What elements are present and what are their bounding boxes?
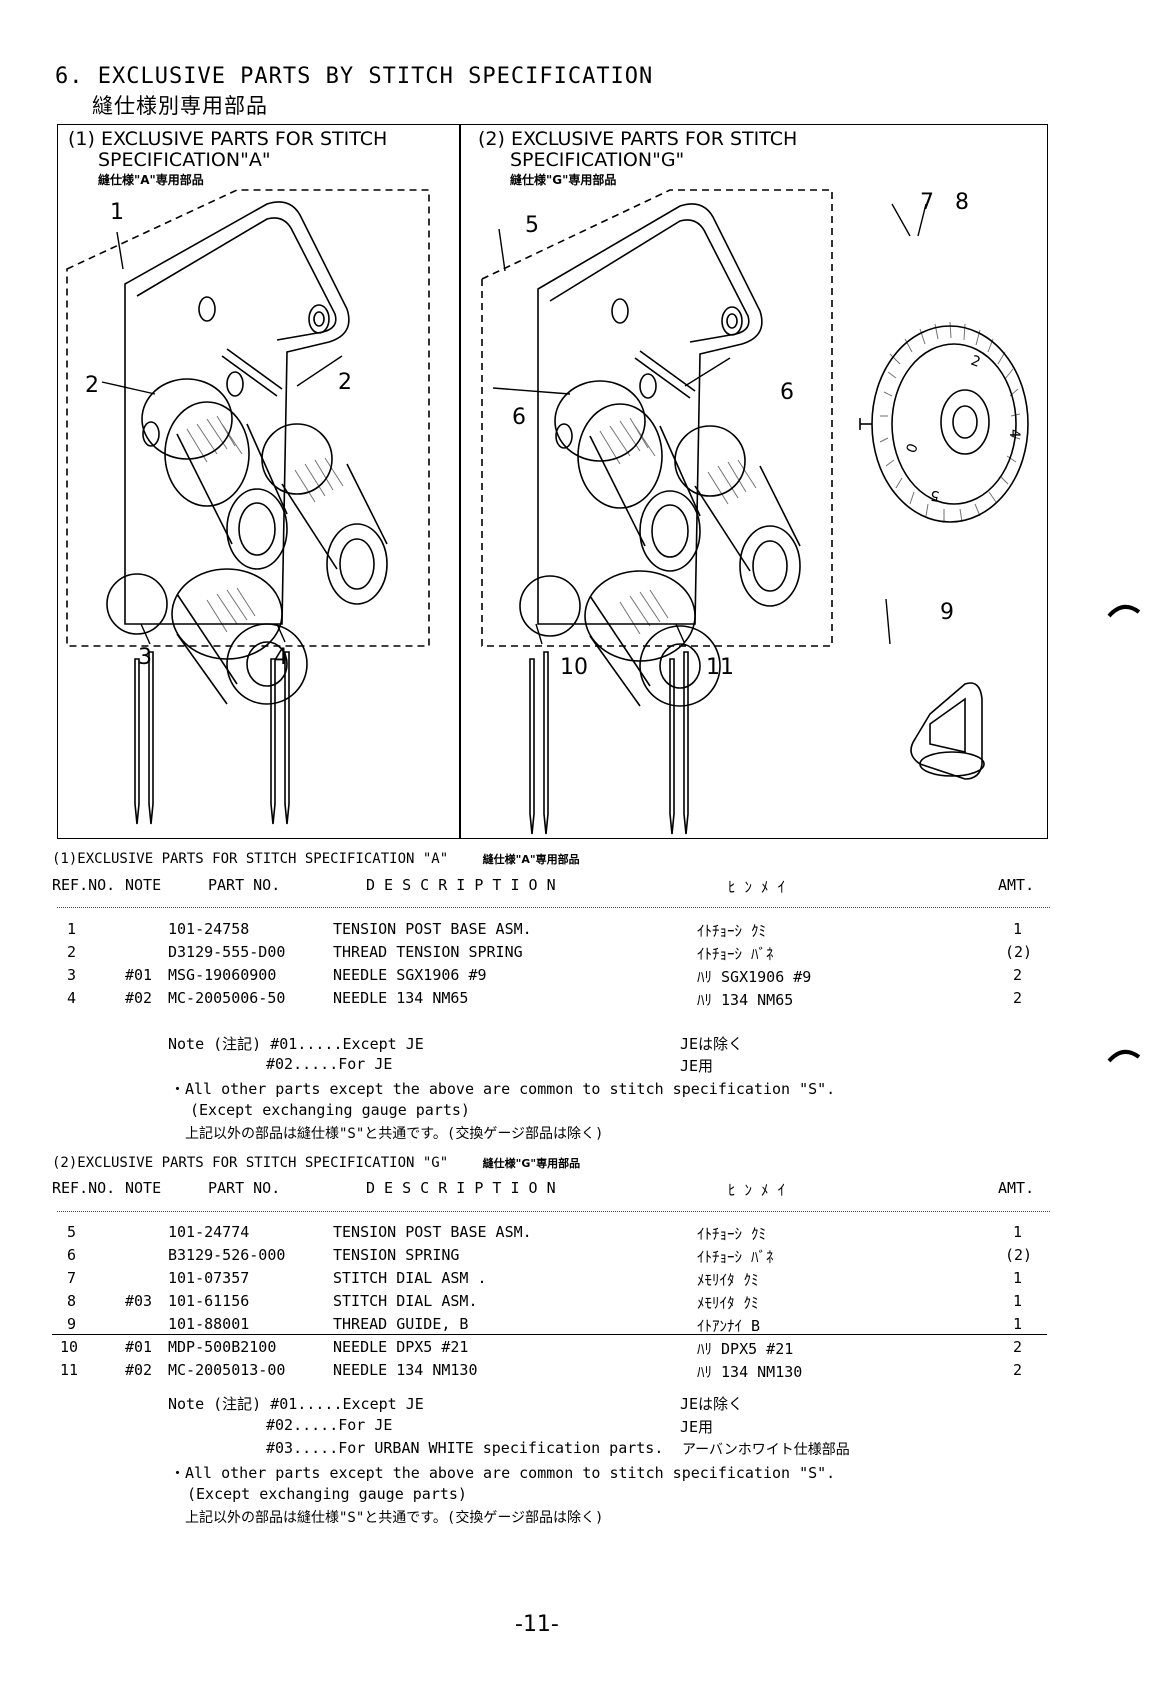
svg-text:5: 5	[929, 487, 941, 504]
callout-8: 8	[955, 190, 969, 215]
svg-text:2: 2	[969, 353, 983, 371]
callout-6-left: 6	[512, 405, 526, 430]
tension-assembly-a-illustration	[66, 189, 430, 825]
table-g-heading-jp: 縫仕様"G"専用部品	[482, 1157, 581, 1170]
table-a-note-1: Note (注記) #01.....Except JE	[168, 1035, 424, 1053]
callout-11: 11	[706, 655, 734, 680]
table-g-heading: (2)EXCLUSIVE PARTS FOR STITCH SPECIFICAT…	[52, 1155, 581, 1171]
panel-g-frame	[460, 124, 1048, 839]
table-a-except-line: (Except exchanging gauge parts)	[190, 1101, 470, 1119]
table-g-note-2: #02.....For JE	[266, 1416, 393, 1434]
row-separator	[52, 1334, 1047, 1335]
table-row: 1 101-24758 TENSION POST BASE ASM. ｲﾄﾁｮｰ…	[67, 920, 1023, 940]
callout-10: 10	[560, 655, 588, 680]
panel-a-frame	[57, 124, 460, 839]
table-a-jp-line: 上記以外の部品は縫仕様"S"と共通です。(交換ゲージ部品は除く)	[185, 1126, 604, 1142]
callout-7: 7	[920, 190, 934, 215]
table-g-jp-line: 上記以外の部品は縫仕様"S"と共通です。(交換ゲージ部品は除く)	[185, 1510, 604, 1526]
panel-g-title-line1: (2) EXCLUSIVE PARTS FOR STITCH	[478, 128, 798, 150]
table-row: 4 #02 MC-2005006-50 NEEDLE 134 NM65 ﾊﾘ 1…	[67, 989, 1023, 1009]
table-g-note-1: Note (注記) #01.....Except JE	[168, 1395, 424, 1413]
table-row: 7 101-07357 STITCH DIAL ASM . ﾒﾓﾘｲﾀ ｸﾐ 1	[67, 1269, 1023, 1289]
table-a-heading: (1)EXCLUSIVE PARTS FOR STITCH SPECIFICAT…	[52, 851, 580, 867]
callout-2-left: 2	[85, 373, 99, 398]
callout-4: 4	[274, 645, 288, 670]
table-a-note-2: #02.....For JE	[266, 1055, 393, 1073]
callout-5: 5	[525, 213, 539, 238]
panel-g-title-line2: SPECIFICATION"G"	[510, 149, 685, 171]
table-row: 8 #03 101-61156 STITCH DIAL ASM. ﾒﾓﾘｲﾀ ｸ…	[67, 1292, 1023, 1312]
table-a-common-line: ・All other parts except the above are co…	[170, 1080, 836, 1098]
table-row: 9 101-88001 THREAD GUIDE, B ｲﾄｱﾝﾅｲ B 1	[67, 1315, 1023, 1335]
table-row: 3 #01 MSG-19060900 NEEDLE SGX1906 #9 ﾊﾘ …	[67, 966, 1023, 986]
callout-1: 1	[110, 200, 124, 225]
table-g-note-3-jp: アーバンホワイト仕様部品	[682, 1442, 850, 1458]
section-title-jp: 縫仕様別専用部品	[92, 94, 268, 118]
callout-2-right: 2	[338, 370, 352, 395]
table-a-column-header: REF.NO. NOTE PART NO. D E S C R I P T I …	[52, 876, 1035, 896]
table-g-note-3: #03.....For URBAN WHITE specification pa…	[266, 1439, 664, 1457]
table-row: 6 B3129-526-000 TENSION SPRING ｲﾄﾁｮｰｼ ﾊﾞ…	[67, 1246, 1033, 1266]
panel-a-title-line1: (1) EXCLUSIVE PARTS FOR STITCH	[68, 128, 388, 150]
table-g-divider	[57, 1211, 1050, 1212]
table-a-note-1-jp: JEは除く	[680, 1035, 744, 1053]
svg-text:0: 0	[904, 442, 922, 456]
panel-a-title-jp: 縫仕様"A"専用部品	[98, 173, 204, 187]
page-number: -11-	[515, 1612, 559, 1637]
table-g-column-header: REF.NO. NOTE PART NO. D E S C R I P T I …	[52, 1179, 1035, 1199]
table-g-note-2-jp: JE用	[680, 1418, 714, 1436]
svg-text:4: 4	[1006, 429, 1022, 438]
table-row: 2 D3129-555-D00 THREAD TENSION SPRING ｲﾄ…	[67, 943, 1033, 963]
callout-9: 9	[940, 600, 954, 625]
table-a-divider	[57, 907, 1050, 908]
table-row: 10 #01 MDP-500B2100 NEEDLE DPX5 #21 ﾊﾘ D…	[60, 1338, 1023, 1358]
table-g-except-line: (Except exchanging gauge parts)	[187, 1485, 467, 1503]
margin-mark	[1107, 604, 1141, 618]
table-g-note-1-jp: JEは除く	[680, 1395, 744, 1413]
table-g-common-line: ・All other parts except the above are co…	[170, 1464, 836, 1482]
section-title: 6. EXCLUSIVE PARTS BY STITCH SPECIFICATI…	[55, 64, 654, 89]
panel-a-title-line2: SPECIFICATION"A"	[98, 149, 271, 171]
table-row: 5 101-24774 TENSION POST BASE ASM. ｲﾄﾁｮｰ…	[67, 1223, 1023, 1243]
table-row: 11 #02 MC-2005013-00 NEEDLE 134 NM130 ﾊﾘ…	[60, 1361, 1023, 1381]
margin-mark	[1107, 1049, 1141, 1063]
panel-g-title-jp: 縫仕様"G"専用部品	[510, 173, 617, 187]
callout-6-right: 6	[780, 380, 794, 405]
table-a-note-2-jp: JE用	[680, 1057, 714, 1075]
callout-3: 3	[138, 645, 152, 670]
tension-assembly-g-illustration: 0 2 4 5	[481, 189, 1029, 835]
table-a-heading-jp: 縫仕様"A"専用部品	[482, 853, 580, 866]
